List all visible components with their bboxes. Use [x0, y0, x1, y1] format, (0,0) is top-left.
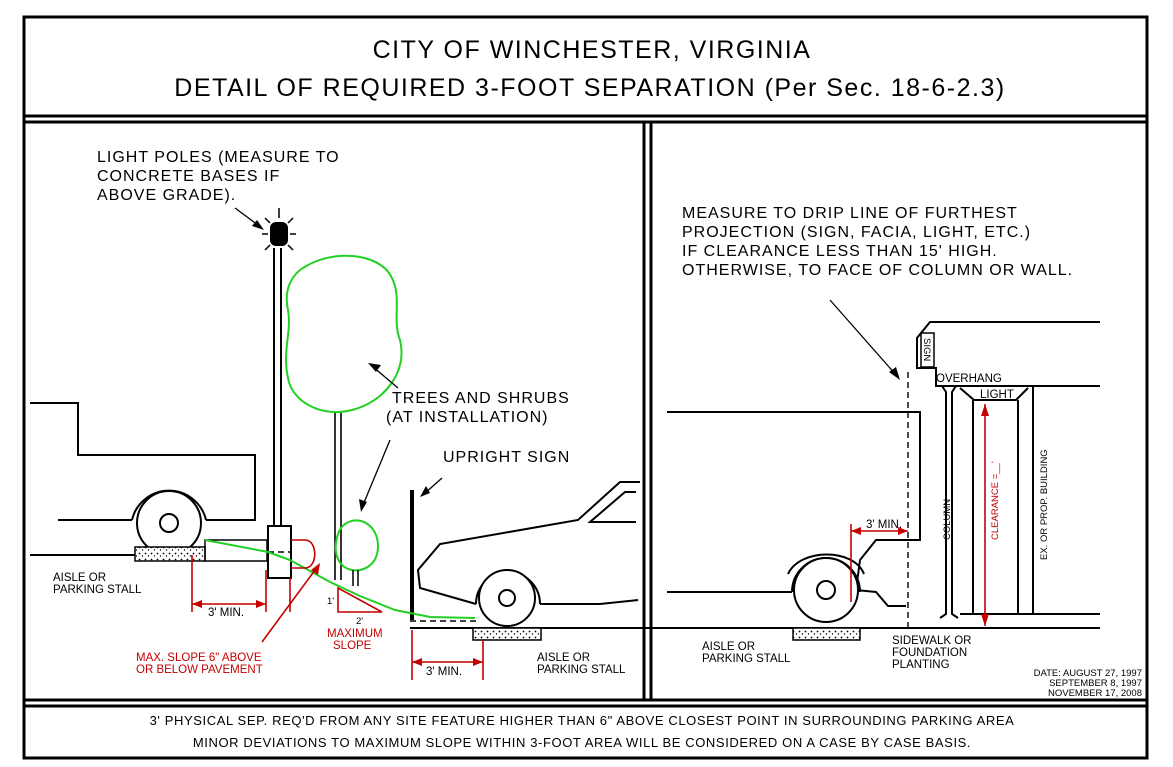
title-line-2: DETAIL OF REQUIRED 3-FOOT SEPARATION (Pe… [174, 74, 1005, 102]
light-label: LIGHT [980, 389, 1014, 401]
upright-sign-label: UPRIGHT SIGN [443, 449, 570, 466]
svg-text:3' MIN.: 3' MIN. [866, 519, 902, 531]
svg-text:ABOVE GRADE).: ABOVE GRADE). [97, 187, 236, 204]
footer-line-1: 3' PHYSICAL SEP. REQ'D FROM ANY SITE FEA… [150, 713, 1015, 728]
svg-text:LIGHT POLES (MEASURE TO: LIGHT POLES (MEASURE TO [97, 149, 340, 166]
right-panel-curb [792, 627, 861, 641]
footer-notes: 3' PHYSICAL SEP. REQ'D FROM ANY SITE FEA… [150, 713, 1015, 750]
svg-text:OTHERWISE, TO FACE OF COLUMN O: OTHERWISE, TO FACE OF COLUMN OR WALL. [682, 262, 1073, 279]
svg-text:3' MIN.: 3' MIN. [208, 607, 244, 619]
revision-dates: DATE: AUGUST 27, 1997 SEPTEMBER 8, 1997 … [1034, 668, 1142, 699]
building-structure [907, 321, 1100, 629]
svg-text:PROJECTION (SIGN, FACIA, LIGHT: PROJECTION (SIGN, FACIA, LIGHT, ETC.) [682, 224, 1031, 241]
column-label: COLUMN [942, 499, 953, 540]
left-min-dimension: 3' MIN. [191, 555, 267, 619]
svg-text:DATE: AUGUST 27, 1997: DATE: AUGUST 27, 1997 [1034, 668, 1142, 679]
svg-text:MEASURE TO DRIP LINE OF FURTHE: MEASURE TO DRIP LINE OF FURTHEST [682, 205, 1018, 222]
grade-line [204, 539, 476, 619]
footer-line-2: MINOR DEVIATIONS TO MAXIMUM SLOPE WITHIN… [193, 735, 971, 750]
svg-text:(AT INSTALLATION): (AT INSTALLATION) [386, 409, 549, 426]
svg-text:AISLE OR: AISLE OR [537, 652, 590, 664]
trees-note: TREES AND SHRUBS (AT INSTALLATION) [386, 390, 570, 426]
svg-text:1': 1' [327, 596, 334, 607]
svg-text:AISLE OR: AISLE OR [53, 572, 106, 584]
svg-text:PARKING STALL: PARKING STALL [53, 584, 142, 596]
large-tree [285, 254, 403, 580]
svg-text:FOUNDATION: FOUNDATION [892, 647, 967, 659]
light-pole [267, 248, 292, 579]
svg-text:2': 2' [356, 616, 363, 627]
clearance-dimension: CLEARANCE =__' [981, 404, 1001, 626]
svg-text:PLANTING: PLANTING [892, 659, 950, 671]
aisle-right-label: AISLE OR PARKING STALL [537, 652, 626, 676]
drawing-frames [22, 15, 1149, 760]
aisle-left-label: AISLE OR PARKING STALL [53, 572, 142, 596]
title-line-1: CITY OF WINCHESTER, VIRGINIA [373, 36, 812, 64]
svg-text:SLOPE: SLOPE [333, 640, 372, 652]
drip-line-note: MEASURE TO DRIP LINE OF FURTHEST PROJECT… [682, 205, 1073, 279]
svg-text:MAX. SLOPE 6" ABOVE: MAX. SLOPE 6" ABOVE [136, 652, 262, 664]
right-panel: MEASURE TO DRIP LINE OF FURTHEST PROJECT… [667, 205, 1142, 699]
left-car [30, 402, 256, 556]
right-curb [472, 627, 542, 641]
building-label: EX. OR PROP. BUILDING [1039, 449, 1050, 560]
left-panel: LIGHT POLES (MEASURE TO CONCRETE BASES I… [30, 149, 1100, 680]
svg-text:NOVEMBER 17, 2008: NOVEMBER 17, 2008 [1048, 688, 1142, 699]
svg-text:OR BELOW PAVEMENT: OR BELOW PAVEMENT [136, 664, 263, 676]
title-block: CITY OF WINCHESTER, VIRGINIA DETAIL OF R… [174, 36, 1005, 102]
svg-text:TREES AND SHRUBS: TREES AND SHRUBS [392, 390, 570, 407]
parked-car [667, 411, 921, 623]
light-poles-note: LIGHT POLES (MEASURE TO CONCRETE BASES I… [97, 149, 340, 204]
overhang-label: OVERHANG [936, 373, 1002, 385]
sign-label: SIGN [921, 338, 932, 361]
svg-text:AISLE OR: AISLE OR [702, 641, 755, 653]
shrub [334, 519, 380, 586]
max-slope-note: MAX. SLOPE 6" ABOVE OR BELOW PAVEMENT [136, 652, 263, 676]
sidewalk-label: SIDEWALK OR FOUNDATION PLANTING [892, 635, 971, 671]
svg-text:CONCRETE BASES IF: CONCRETE BASES IF [97, 168, 280, 185]
left-curb [134, 546, 206, 562]
right-aisle-label: AISLE OR PARKING STALL [702, 641, 791, 665]
right-min-dimension: 3' MIN. [411, 630, 484, 680]
svg-text:3' MIN.: 3' MIN. [426, 666, 462, 678]
svg-text:CLEARANCE =__': CLEARANCE =__' [990, 461, 1001, 540]
svg-text:SIDEWALK OR: SIDEWALK OR [892, 635, 971, 647]
svg-text:PARKING STALL: PARKING STALL [537, 664, 626, 676]
svg-text:MAXIMUM: MAXIMUM [327, 628, 383, 640]
right-panel-min-dimension: 3' MIN. [850, 519, 908, 602]
slope-triangle: 1' 2' MAXIMUM SLOPE [327, 586, 383, 652]
svg-text:PARKING STALL: PARKING STALL [702, 653, 791, 665]
light-fixture-icon [262, 208, 296, 251]
svg-text:SEPTEMBER 8, 1997: SEPTEMBER 8, 1997 [1049, 678, 1142, 689]
svg-text:IF CLEARANCE LESS THAN 15' HIG: IF CLEARANCE LESS THAN 15' HIGH. [682, 243, 998, 260]
right-car [416, 481, 640, 627]
